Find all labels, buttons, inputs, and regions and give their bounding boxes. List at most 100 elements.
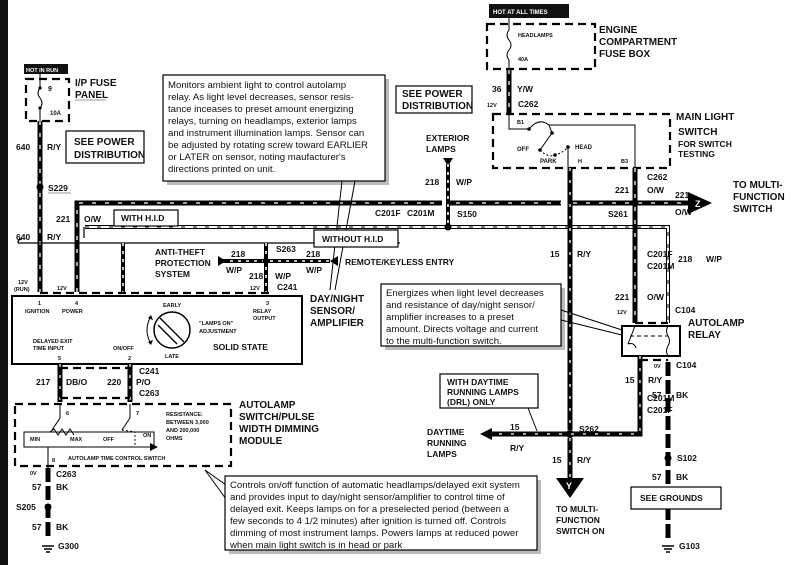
svg-text:P/O: P/O [136, 377, 151, 387]
svg-text:PROTECTION: PROTECTION [155, 258, 211, 268]
svg-text:C201M: C201M [647, 261, 674, 271]
day-night-sensor-amplifier[interactable]: 1 IGNITION 4 POWER 3 RELAY OUTPUT DELAYE… [11, 294, 365, 365]
svg-text:few seconds to 4 1/2 minutes): few seconds to 4 1/2 minutes) after igni… [230, 516, 506, 527]
svg-text:EARLY: EARLY [163, 303, 181, 309]
svg-text:C104: C104 [676, 360, 697, 370]
engine-compartment-fuse-box: HOT AT ALL TIMES HEADLAMPS 40A ENGINE CO… [485, 4, 677, 80]
autolamp-relay[interactable]: AUTOLAMP RELAY 0V C104 [621, 318, 745, 370]
svg-text:12V: 12V [617, 310, 627, 316]
svg-text:O/W: O/W [647, 185, 665, 195]
svg-text:220: 220 [107, 377, 121, 387]
svg-text:ANTI-THEFT: ANTI-THEFT [155, 247, 206, 257]
svg-text:W/P: W/P [306, 265, 322, 275]
svg-text:(DRL) ONLY: (DRL) ONLY [447, 397, 496, 407]
see-grounds-box[interactable]: SEE GROUNDS [630, 486, 722, 510]
without-hid-box: WITHOUT H.I.D [313, 229, 399, 248]
svg-text:ENGINE: ENGINE [599, 25, 638, 36]
svg-text:1: 1 [38, 301, 41, 307]
svg-text:C201F: C201F [647, 249, 673, 259]
svg-text:36: 36 [492, 84, 502, 94]
svg-text:(RUN): (RUN) [14, 287, 30, 293]
svg-text:POWER: POWER [62, 309, 83, 315]
svg-text:IGNITION: IGNITION [25, 309, 49, 315]
svg-text:SWITCH: SWITCH [733, 204, 772, 215]
svg-text:FUNCTION: FUNCTION [556, 515, 600, 525]
svg-text:SWITCH/PULSE: SWITCH/PULSE [239, 412, 315, 423]
splice-s150: S150 [457, 209, 477, 219]
fuse-number: 9 [48, 86, 52, 93]
svg-text:DELAYED EXIT: DELAYED EXIT [33, 339, 73, 345]
svg-text:EXTERIOR: EXTERIOR [426, 133, 469, 143]
svg-text:Y: Y [566, 481, 572, 491]
svg-text:R/Y: R/Y [577, 249, 592, 259]
svg-text:DISTRIBUTION: DISTRIBUTION [74, 150, 145, 161]
ip-fuse-label: I/P FUSE [75, 78, 117, 89]
svg-text:57: 57 [652, 390, 662, 400]
svg-text:15: 15 [510, 422, 520, 432]
svg-text:SENSOR/: SENSOR/ [310, 306, 355, 317]
svg-text:8: 8 [52, 458, 55, 464]
svg-text:tance inceases to preset amoun: tance inceases to preset amount energizi… [168, 104, 354, 115]
svg-text:and instrument illumination la: and instrument illumination lamps. Senso… [168, 128, 364, 139]
see-power-distribution-box-2[interactable]: SEE POWER DISTRIBUTION [395, 85, 473, 114]
svg-text:W/P: W/P [275, 271, 291, 281]
svg-text:15: 15 [552, 455, 562, 465]
ground-g103-circuit: 57 BK S102 57 BK G103 [652, 362, 700, 553]
svg-text:LATE: LATE [165, 354, 179, 360]
svg-text:MAIN LIGHT: MAIN LIGHT [676, 112, 734, 123]
svg-text:relay. As light level decrease: relay. As light level decreases, sensor … [168, 92, 354, 103]
sensor-callout-note: Monitors ambient light to control autola… [162, 74, 389, 291]
svg-text:221: 221 [615, 185, 629, 195]
svg-text:C241: C241 [139, 366, 160, 376]
svg-text:3: 3 [266, 301, 269, 307]
svg-text:R/Y: R/Y [47, 142, 62, 152]
ip-fuse-panel: HOT IN RUN 9 10A I/P FUSE PANEL [24, 64, 117, 123]
svg-text:Controls on/off function of au: Controls on/off function of automatic he… [230, 480, 520, 491]
main-light-switch[interactable]: B1 B3 H OFF PARK HEAD MAIN LIGHT SWITCH … [491, 112, 734, 170]
svg-text:TO MULTI-: TO MULTI- [733, 180, 783, 191]
svg-text:COMPARTMENT: COMPARTMENT [599, 37, 677, 48]
svg-text:TESTING: TESTING [678, 149, 715, 159]
autolamp-switch-callout-note: Controls on/off function of automatic he… [204, 469, 541, 554]
svg-text:O/W: O/W [675, 207, 693, 217]
splice-junction [631, 199, 639, 207]
svg-text:be adjusted by rotating screw: be adjusted by rotating screw toward EAR… [168, 140, 368, 151]
autolamp-switch-pulse-width-module[interactable]: 6 7 8 MIN MAX OFF ON AUTOLAMP TIME CONTR… [13, 400, 319, 470]
fuse-rating: 10A [50, 111, 62, 117]
svg-text:C262: C262 [647, 172, 668, 182]
wire-221: 221 O/W [56, 200, 688, 292]
svg-text:C104: C104 [675, 305, 696, 315]
svg-text:O/W: O/W [647, 292, 665, 302]
ground-icon [42, 545, 54, 553]
see-power-distribution-box-1[interactable]: SEE POWER DISTRIBUTION [65, 130, 145, 164]
svg-text:and resistance of day/night se: and resistance of day/night sensor/ [386, 300, 535, 311]
svg-text:12V: 12V [18, 280, 28, 286]
svg-text:40A: 40A [518, 57, 528, 63]
svg-text:HEADLAMPS: HEADLAMPS [518, 33, 553, 39]
splice-s102: S102 [677, 453, 697, 463]
svg-text:DAYTIME: DAYTIME [427, 427, 465, 437]
svg-text:218: 218 [231, 249, 245, 259]
wire-15-relay: 15 R/Y C201M C201F 15 R/Y DAYTIME RUNNIN… [427, 356, 674, 459]
svg-text:218: 218 [306, 249, 320, 259]
svg-text:to the multi-function switch.: to the multi-function switch. [386, 336, 502, 347]
svg-text:RELAY: RELAY [688, 330, 721, 341]
svg-text:0V: 0V [30, 471, 37, 477]
wire-36: 36 Y/W 12V C262 [487, 70, 539, 115]
ip-fuse-label-2: PANEL [75, 90, 108, 101]
svg-text:218: 218 [425, 177, 439, 187]
svg-text:BETWEEN 3,000: BETWEEN 3,000 [166, 420, 209, 426]
svg-text:0V: 0V [654, 364, 661, 370]
svg-text:217: 217 [36, 377, 50, 387]
svg-text:2: 2 [128, 356, 131, 362]
svg-text:OFF: OFF [517, 147, 529, 153]
svg-text:BK: BK [676, 390, 689, 400]
svg-text:C201F: C201F [647, 405, 673, 415]
svg-text:R/Y: R/Y [510, 443, 525, 453]
svg-text:B1: B1 [517, 120, 524, 126]
svg-text:TO MULTI-: TO MULTI- [556, 504, 598, 514]
drl-only-box: WITH DAYTIME RUNNING LAMPS (DRL) ONLY [439, 373, 539, 432]
svg-text:C201F: C201F [375, 208, 401, 218]
svg-text:H: H [578, 159, 582, 165]
